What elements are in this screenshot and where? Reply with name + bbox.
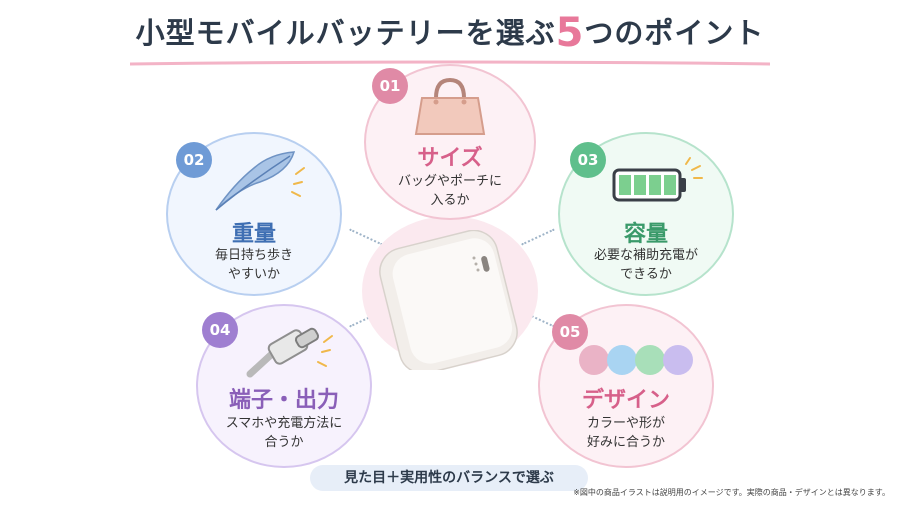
point-03-desc-line2: できるか bbox=[620, 267, 672, 282]
point-05-title: デザイン bbox=[581, 388, 670, 413]
point-05-badge: 05 bbox=[552, 314, 588, 350]
handbag-icon bbox=[414, 77, 486, 135]
page-title: 小型モバイルバッテリーを選ぶ5つのポイント bbox=[0, 10, 900, 56]
usb-c-cable-icon bbox=[246, 327, 333, 378]
power-bank-icon bbox=[379, 230, 518, 370]
point-03-circle bbox=[558, 132, 734, 296]
battery-icon bbox=[612, 157, 703, 202]
point-04-title: 端子・出力 bbox=[228, 388, 339, 413]
point-03-desc-line1: 必要な補助充電が bbox=[593, 248, 698, 263]
point-02-badge: 02 bbox=[176, 142, 212, 178]
point-04-badge: 04 bbox=[202, 312, 238, 348]
point-02-desc-line1: 毎日持ち歩き bbox=[214, 248, 293, 263]
point-04-desc-line1: スマホや充電方法に bbox=[225, 416, 343, 431]
point-01-desc-line2: 入るか bbox=[430, 193, 470, 208]
title-number: 5 bbox=[555, 10, 585, 56]
point-02-desc-line2: やすいか bbox=[227, 267, 280, 282]
point-03-title: 容量 bbox=[623, 222, 668, 247]
feather-icon bbox=[215, 151, 305, 211]
point-05-desc-line1: カラーや形が bbox=[586, 416, 665, 431]
point-01-desc-line1: バッグやポーチに bbox=[397, 174, 502, 189]
footnote: ※図中の商品イラストは説明用のイメージです。実際の商品・デザインとは異なります。 bbox=[573, 488, 890, 497]
point-01-circle bbox=[364, 64, 536, 220]
color-swatches-icon bbox=[579, 345, 693, 375]
title-underline bbox=[130, 60, 770, 66]
point-03-badge: 03 bbox=[570, 142, 606, 178]
title-suffix: つのポイント bbox=[584, 16, 765, 50]
point-01-badge: 01 bbox=[372, 68, 408, 104]
point-05-desc-line2: 好みに合うか bbox=[586, 435, 665, 450]
point-01-title: サイズ bbox=[417, 146, 483, 171]
point-04-desc-line2: 合うか bbox=[264, 435, 304, 450]
title-main: 小型モバイルバッテリーを選ぶ bbox=[135, 16, 556, 50]
summary-banner: 見た目＋実用性のバランスで選ぶ bbox=[310, 465, 588, 491]
point-02-title: 重量 bbox=[231, 222, 276, 247]
